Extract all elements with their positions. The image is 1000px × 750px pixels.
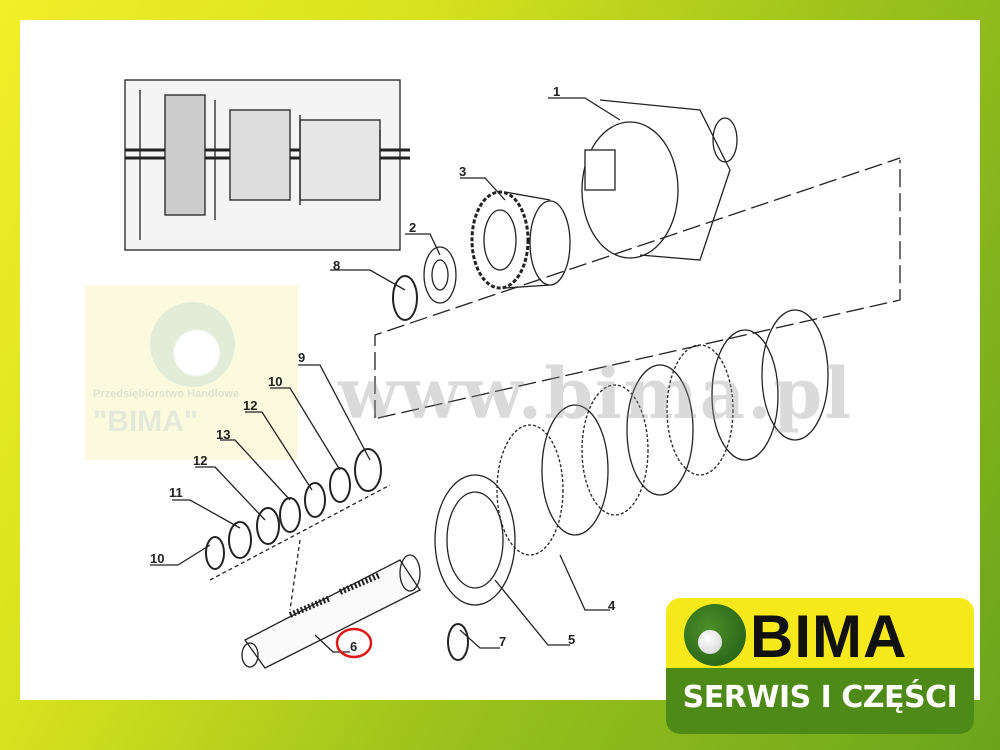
label-part-12: 12	[243, 398, 257, 413]
label-part-7: 7	[499, 634, 506, 649]
part-1-clutch-drum	[581, 99, 738, 261]
logo-tagline: SERWIS I CZĘŚCI	[682, 680, 958, 715]
watermark-ball-icon	[150, 302, 235, 387]
logo-name: BIMA	[750, 603, 908, 670]
label-part-13: 13	[216, 427, 230, 442]
part-3-gear	[470, 190, 571, 290]
label-part-5: 5	[568, 632, 575, 647]
label-part-3: 3	[459, 164, 466, 179]
label-part-6: 6	[350, 639, 357, 654]
label-part-10-b: 10	[150, 551, 164, 566]
label-part-2: 2	[409, 220, 416, 235]
watermark-url: www.bima.pl	[338, 352, 853, 435]
clutch-plates-4-5	[434, 309, 829, 606]
watermark-company-line: Przedsiębiorstwo Handlowe	[93, 388, 240, 400]
label-part-10: 10	[268, 374, 282, 389]
part-labels: 1 2 3 4 5 6 7 8 9 10 11 12 12 13 10	[150, 84, 616, 659]
rings-9-13	[205, 448, 382, 570]
part-8-circlip	[392, 275, 418, 321]
bima-logo: BIMA SERWIS I CZĘŚCI	[666, 598, 974, 736]
label-part-11: 11	[169, 485, 183, 500]
part-7-circlip	[447, 623, 469, 661]
exploded-parts-diagram: 1 2 3 4 5 6 7 8 9 10 11 12 12 13 10	[124, 79, 901, 669]
highlight-circle	[335, 627, 373, 659]
label-part-1: 1	[553, 84, 560, 99]
diagram-panel: Przedsiębiorstwo Handlowe "BIMA"	[20, 20, 980, 700]
watermark-company-name: "BIMA"	[93, 405, 199, 438]
part-2-bearing	[423, 246, 457, 304]
label-part-9: 9	[298, 350, 305, 365]
transmission-section-drawing	[124, 79, 410, 251]
part-6-shaft	[241, 554, 421, 669]
label-part-12-b: 12	[193, 453, 207, 468]
watermark-logo: Przedsiębiorstwo Handlowe "BIMA"	[85, 285, 298, 460]
label-part-8: 8	[333, 258, 340, 273]
label-part-4: 4	[608, 598, 616, 613]
